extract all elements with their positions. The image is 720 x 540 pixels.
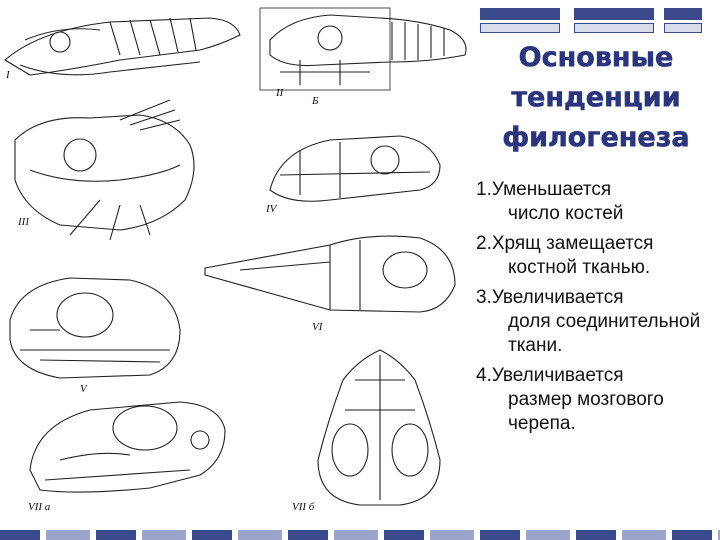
item-number: 1. bbox=[476, 179, 492, 200]
item-rest: доля соединительной ткани. bbox=[508, 311, 701, 356]
decor-bar bbox=[664, 23, 702, 33]
tendency-list: 1.Уменьшается число костей 2.Хрящ замеща… bbox=[476, 178, 716, 442]
figure-letter-b: Б bbox=[311, 95, 319, 107]
item-number: 3. bbox=[476, 287, 492, 308]
skull-figure: I II Б III IV V VI VII a VII б bbox=[4, 7, 467, 513]
skull-drawing-iv bbox=[269, 135, 441, 202]
item-number: 4. bbox=[476, 365, 492, 386]
skull-drawing-vi bbox=[204, 235, 456, 313]
decor-bar bbox=[574, 23, 654, 33]
item-rest: размер мозгового черепа. bbox=[508, 389, 664, 434]
decor-bar bbox=[664, 8, 702, 20]
skull-drawing-viib bbox=[317, 349, 441, 506]
item-first-line: Увеличивается bbox=[491, 365, 624, 386]
item-rest: число костей bbox=[508, 203, 624, 224]
item-first-line: Уменьшается bbox=[491, 179, 612, 200]
item-rest: костной тканью. bbox=[508, 257, 651, 278]
item-first-line: Хрящ замещается bbox=[491, 233, 654, 254]
skull-drawing-viia bbox=[29, 401, 226, 493]
figure-label-iii: III bbox=[17, 216, 30, 228]
figure-label-ii: II bbox=[275, 87, 285, 99]
decor-bar bbox=[480, 23, 560, 33]
figure-label-iv: IV bbox=[265, 203, 278, 215]
list-item: 3.Увеличивается доля соединительной ткан… bbox=[476, 286, 716, 358]
decor-bar bbox=[480, 8, 560, 20]
figure-label-viia: VII a bbox=[28, 501, 51, 513]
item-first-line: Увеличивается bbox=[491, 287, 624, 308]
list-item: 1.Уменьшается число костей bbox=[476, 178, 716, 226]
bottom-decor-strip bbox=[0, 530, 720, 540]
skull-illustration: I II Б III IV V VI VII a VII б bbox=[4, 7, 467, 513]
figure-label-i: I bbox=[5, 69, 11, 81]
decor-bar bbox=[574, 8, 654, 20]
skull-drawing-ii bbox=[259, 7, 467, 91]
list-item: 4.Увеличивается размер мозгового черепа. bbox=[476, 364, 716, 436]
skull-drawing-iii bbox=[14, 99, 195, 241]
skull-drawing-v bbox=[9, 277, 181, 379]
figure-label-viib: VII б bbox=[292, 501, 315, 513]
item-number: 2. bbox=[476, 233, 492, 254]
figure-label-vi: VI bbox=[312, 321, 324, 333]
slide-title: Основные тенденции филогенеза bbox=[502, 42, 690, 154]
skull-drawing-i bbox=[4, 17, 241, 76]
figure-label-v: V bbox=[80, 383, 88, 395]
list-item: 2.Хрящ замещается костной тканью. bbox=[476, 232, 716, 280]
